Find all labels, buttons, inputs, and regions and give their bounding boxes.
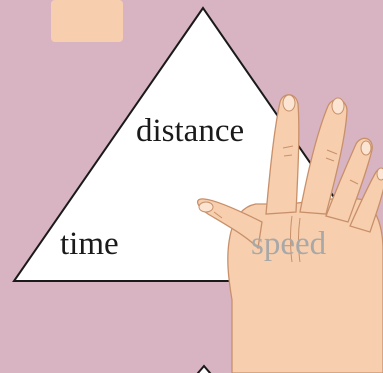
time-label: time bbox=[60, 226, 119, 262]
little-fingernail bbox=[377, 168, 383, 180]
distance-label: distance bbox=[136, 113, 244, 149]
index-fingernail bbox=[283, 95, 295, 111]
middle-fingernail bbox=[332, 98, 344, 114]
speed-label: speed bbox=[251, 226, 327, 262]
thumbnail bbox=[199, 202, 213, 212]
ring-fingernail bbox=[361, 141, 371, 155]
top-left-skin-patch bbox=[51, 0, 123, 42]
